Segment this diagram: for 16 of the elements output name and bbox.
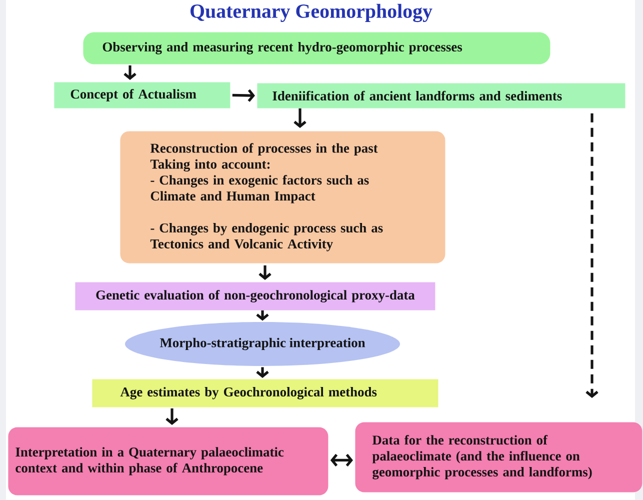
arrow	[124, 65, 136, 80]
step-box: Age estimates by Geochronological methods	[92, 379, 438, 408]
step-box: Genetic evaluation of non-geochronological proxy-data	[75, 282, 436, 310]
title: Quaternary Geomorphology	[190, 4, 432, 22]
arrow	[166, 408, 178, 425]
result-box: Interpretation in a Quaternary palaeoclimatic context and within phase of Anthropocene	[8, 427, 328, 496]
result-box: Data for the reconstruction of palaeoclimate (and the influence on geomorphic processes and landforms)	[355, 422, 642, 492]
step-box: Observing and measuring recent hydro-geomorphic processes	[83, 32, 550, 64]
step-box: Reconstruction of processes in the past Taking into account: - Changes in exogenic factors such as Climate and Human Impact - Changes by endogenic process such as Tectonics and Volcanic Activity	[120, 131, 446, 264]
arrow	[258, 265, 272, 280]
dashed-arrow	[586, 113, 598, 398]
arrow	[294, 108, 306, 128]
step-box: Ideniification of ancient landforms and sediments	[257, 83, 626, 108]
arrow	[232, 89, 255, 102]
double-arrow	[330, 454, 353, 467]
step-box: Concept of Actualism	[54, 82, 230, 108]
